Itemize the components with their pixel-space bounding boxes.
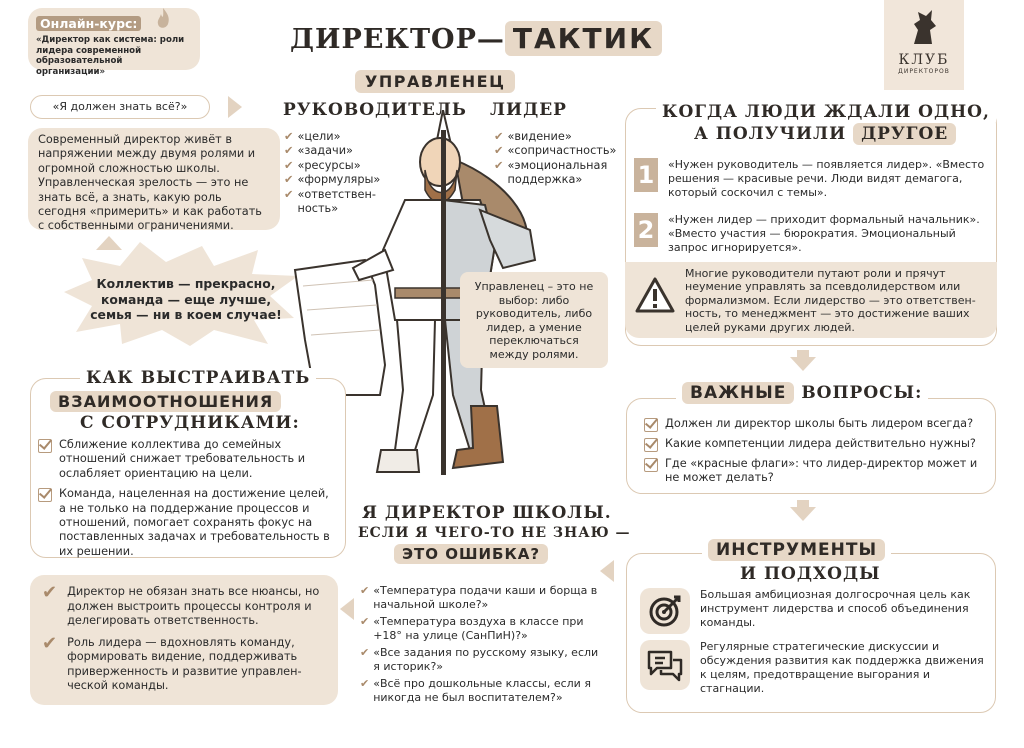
relations-title-line2: ВЗАИМООТНОШЕНИЯ	[50, 391, 282, 412]
duty-card: ✔ Директор не обязан знать все нюансы, н…	[30, 575, 338, 705]
list-item: ✔«видение»	[494, 130, 572, 143]
tool-icon-wrap	[640, 640, 690, 690]
list-item: Сближение коллектива до семейных отношен…	[38, 438, 338, 481]
warning-text: Многие руководители путают роли и прячут…	[685, 267, 976, 334]
number-badge: 2	[634, 213, 658, 247]
questions-card	[626, 398, 996, 494]
list-item: Где «красные флаги»: что лидер-директор …	[644, 457, 988, 486]
list-item: ✔«Температура воздуха в классе при +18° …	[360, 615, 584, 642]
tool-text-2: Регулярные стратегические дискуссии и об…	[700, 640, 984, 695]
list-item: ✔«сопричастность»	[494, 144, 617, 158]
list-item: ✔«эмоциональная поддержка»	[494, 158, 608, 187]
relations-title-line3: С СОТРУДНИКАМИ:	[80, 413, 300, 433]
intro-card: Современный директор живёт в напряжении …	[28, 128, 280, 232]
mistake-list: ✔«Температура подачи каши и борща в нача…	[360, 584, 600, 705]
main-title: ДИРЕКТОР—ТАКТИК	[290, 21, 662, 56]
course-title: «Директор как система: роли лидера совре…	[36, 35, 185, 77]
list-item: ✔«ответствен-ность»	[284, 187, 376, 216]
warning-box: Многие руководители путают роли и прячут…	[625, 262, 997, 338]
expectation-text-1: «Нужен руководитель — появляется лидер».…	[668, 158, 985, 199]
mistake-title-line3: ЭТО ОШИБКА?	[394, 544, 549, 564]
arrow-left-icon	[340, 598, 354, 620]
warning-icon	[635, 277, 675, 313]
list-item: Команда, нацеленная на достижение целей,…	[38, 487, 338, 559]
list-item: ✔ Директор не обязан знать все нюансы, н…	[42, 582, 320, 628]
target-icon	[649, 595, 681, 627]
check-icon: ✔	[42, 632, 58, 654]
questions-title: ВАЖНЫЕ ВОПРОСЫ:	[676, 382, 929, 404]
list-item: Должен ли директор школы быть лидером вс…	[644, 417, 988, 432]
griffin-logo-icon	[914, 10, 936, 44]
logo-line2: ДИРЕКТОРОВ	[898, 68, 950, 75]
list-item: ✔«Температура подачи каши и борща в нача…	[360, 584, 598, 611]
tools-title-line1: ИНСТРУМЕНТЫ	[702, 539, 892, 561]
arrow-stem	[797, 500, 809, 508]
list-item: ✔«Все задания по русскому языку, если я …	[360, 646, 599, 673]
list-item: ✔«цели»	[284, 130, 341, 143]
arrow-left-icon	[600, 560, 614, 582]
tool-item-1: Большая амбициозная долгосрочная цель ка…	[640, 588, 990, 634]
flame-icon	[157, 8, 169, 28]
expectation-text-2: «Нужен лидер — приходит формальный начал…	[668, 213, 980, 254]
burst-text: Коллектив — прекрасно, команда — еще луч…	[90, 276, 282, 322]
list-item: ✔«Всё про дошкольные классы, если я нико…	[360, 677, 591, 704]
checkbox-icon	[644, 418, 658, 432]
list-item: ✔«ресурсы»	[284, 158, 361, 172]
expectation-title-line2a: А ПОЛУЧИЛИ	[694, 124, 847, 144]
role-left-title: РУКОВОДИТЕЛЬ	[283, 100, 467, 120]
quote-know-all: «Я должен знать всё?»	[30, 95, 210, 119]
list-item: ✔ Роль лидера — вдохновлять команду, фор…	[42, 632, 302, 692]
expectation-item-2: 2 «Нужен лидер — приходит формальный нач…	[634, 213, 990, 255]
arrow-down-icon	[790, 357, 816, 371]
questions-title-b: ВОПРОСЫ:	[801, 383, 923, 403]
role-left-list: ✔«цели» ✔«задачи» ✔«ресурсы» ✔«формуляры…	[284, 130, 384, 216]
list-item: ✔«задачи»	[284, 144, 353, 158]
checkbox-icon	[38, 439, 52, 453]
checkbox-icon	[644, 438, 658, 452]
arrow-right-icon	[228, 96, 242, 118]
expectation-title-line2b: ДРУГОЕ	[853, 123, 957, 145]
main-title-part1: ДИРЕКТОР—	[290, 24, 505, 55]
arrow-down-icon	[790, 507, 816, 521]
mistake-title-line2: ЕСЛИ Я ЧЕГО-ТО НЕ ЗНАЮ —	[358, 525, 631, 541]
role-right-title: ЛИДЕР	[490, 100, 567, 120]
relations-title-line1: КАК ВЫСТРАИВАТЬ	[80, 368, 317, 388]
logo-line1: КЛУБ	[898, 52, 950, 68]
tools-title-line1-text: ИНСТРУМЕНТЫ	[708, 539, 886, 561]
expectation-title-line1: КОГДА ЛЮДИ ЖДАЛИ ОДНО,	[656, 102, 996, 122]
tools-title-line2: И ПОДХОДЫ	[740, 564, 881, 584]
questions-list: Должен ли директор школы быть лидером вс…	[644, 417, 988, 486]
club-logo: КЛУБ ДИРЕКТОРОВ	[884, 0, 964, 90]
tool-item-2: Регулярные стратегические дискуссии и об…	[640, 640, 990, 696]
role-right-list: ✔«видение» ✔«сопричастность» ✔«эмоционал…	[494, 130, 624, 188]
check-icon: ✔	[42, 582, 58, 603]
tool-icon-wrap	[640, 588, 690, 634]
arrow-stem	[797, 350, 809, 358]
list-item: ✔«формуляры»	[284, 173, 381, 187]
list-item: Какие компетенции лидера действительно н…	[644, 437, 988, 452]
checkbox-icon	[644, 458, 658, 472]
relations-list: Сближение коллектива до семейных отношен…	[38, 438, 338, 559]
mistake-title-line1: Я ДИРЕКТОР ШКОЛЫ.	[362, 503, 612, 523]
tool-text-1: Большая амбициозная долгосрочная цель ка…	[700, 588, 971, 629]
course-card: Онлайн-курс: «Директор как система: роли…	[28, 8, 200, 77]
role-manager-title: УПРАВЛЕНЕЦ	[355, 70, 516, 93]
questions-title-a: ВАЖНЫЕ	[682, 382, 795, 404]
checkbox-icon	[38, 488, 52, 503]
number-badge: 1	[634, 158, 658, 192]
burst-shape	[64, 242, 298, 346]
expectation-title-line2: А ПОЛУЧИЛИ ДРУГОЕ	[690, 123, 961, 145]
main-title-part2: ТАКТИК	[504, 21, 662, 56]
course-label: Онлайн-курс:	[36, 16, 142, 31]
expectation-item-1: 1 «Нужен руководитель — появляется лидер…	[634, 158, 990, 200]
chat-icon	[647, 650, 683, 682]
manager-note: Управленец – это не выбор: либо руководи…	[460, 272, 608, 368]
